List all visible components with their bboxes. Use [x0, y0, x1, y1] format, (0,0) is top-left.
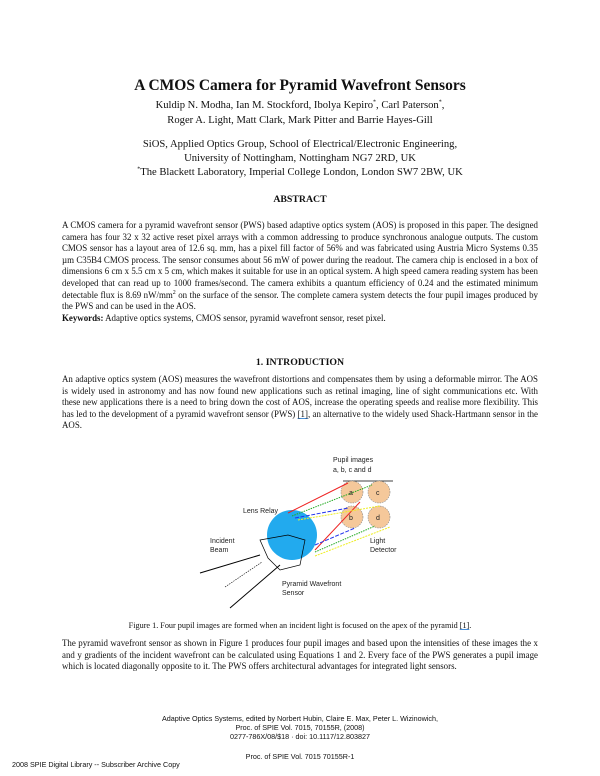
keywords-label: Keywords:	[62, 312, 104, 323]
footer-line: Adaptive Optics Systems, edited by Norbe…	[161, 714, 439, 723]
abstract-body: A CMOS camera for a pyramid wavefront se…	[62, 220, 538, 324]
authors-text: , Carl Paterson	[376, 100, 439, 111]
abstract-text: A CMOS camera for a pyramid wavefront se…	[62, 220, 538, 300]
publication-footer: Adaptive Optics Systems, edited by Norbe…	[0, 714, 600, 741]
authors-text: ,	[441, 100, 445, 111]
paper-title: A CMOS Camera for Pyramid Wavefront Sens…	[134, 77, 466, 94]
pyramid-shape	[259, 534, 306, 571]
introduction-heading: 1. INTRODUCTION	[255, 357, 345, 368]
library-notice: 2008 SPIE Digital Library -- Subscriber …	[12, 760, 180, 769]
keywords: Adaptive optics systems, CMOS sensor, py…	[103, 312, 386, 323]
label-lens-relay: Lens Relay	[243, 508, 279, 515]
figure-1-diagram: Pupil images a, b, c and d Lens Relay In…	[199, 457, 397, 609]
authors-text: Kuldip N. Modha, Ian M. Stockford, Iboly…	[155, 100, 374, 111]
label-d: d	[376, 515, 380, 522]
figure-caption: Figure 1. Four pupil images are formed w…	[0, 621, 600, 630]
caption-text: Figure 1. Four pupil images are formed w…	[128, 621, 460, 630]
pupil-c	[367, 480, 391, 504]
paragraph-text: An adaptive optics system (AOS) measures…	[62, 374, 538, 419]
label-a: a	[349, 490, 353, 497]
label-incident-beam: Incident	[210, 538, 235, 545]
affiliation-line: University of Nottingham, Nottingham NG7…	[184, 153, 416, 164]
label-pyramid-wavefront-sensor: Pyramid Wavefront	[282, 581, 341, 588]
affiliation-mark: *	[438, 99, 442, 106]
author-list: Kuldip N. Modha, Ian M. Stockford, Iboly…	[0, 99, 600, 128]
label-light-detector: Light	[370, 538, 385, 545]
superscript: 2	[172, 289, 176, 296]
body-paragraph: The pyramid wavefront sensor as shown in…	[62, 638, 538, 672]
affiliation-mark: *	[373, 99, 377, 106]
label-incident-beam: Beam	[210, 547, 228, 554]
label-pupil-images: a, b, c and d	[333, 467, 372, 474]
pupil-a	[340, 480, 364, 504]
footer-line: Proc. of SPIE Vol. 7015, 70155R, (2008)	[235, 723, 365, 732]
label-light-detector: Detector	[370, 547, 397, 554]
abstract-text: on the surface of the sensor. The comple…	[62, 289, 538, 312]
introduction-paragraph: An adaptive optics system (AOS) measures…	[62, 374, 538, 432]
lens-sphere	[267, 510, 317, 560]
affiliation-line: The Blackett Laboratory, Imperial Colleg…	[140, 167, 463, 178]
page-number: Proc. of SPIE Vol. 7015 70155R-1	[245, 752, 355, 761]
authors-text: Roger A. Light, Matt Clark, Mark Pitter …	[167, 114, 433, 126]
beam-line	[224, 561, 263, 588]
abstract-heading: ABSTRACT	[273, 194, 327, 205]
paragraph-text: , an alternative to the widely used Shac…	[62, 408, 538, 431]
affiliations: SiOS, Applied Optics Group, School of El…	[0, 138, 600, 180]
pupil-d	[367, 505, 391, 529]
label-pupil-images: Pupil images	[333, 457, 374, 464]
label-pyramid-wavefront-sensor: Sensor	[282, 590, 305, 597]
affiliation-line: SiOS, Applied Optics Group, School of El…	[142, 139, 458, 150]
label-b: b	[349, 515, 353, 522]
ray-lines	[287, 482, 391, 557]
reference-link[interactable]: [1]	[297, 408, 308, 419]
affiliation-mark: *	[137, 166, 141, 173]
reference-link[interactable]: [1]	[459, 621, 470, 630]
caption-text: .	[469, 621, 472, 630]
footer-line: 0277-786X/08/$18 · doi: 10.1117/12.80382…	[229, 732, 370, 741]
beam-line	[229, 564, 281, 609]
beam-line	[199, 554, 261, 574]
label-c: c	[376, 490, 380, 497]
